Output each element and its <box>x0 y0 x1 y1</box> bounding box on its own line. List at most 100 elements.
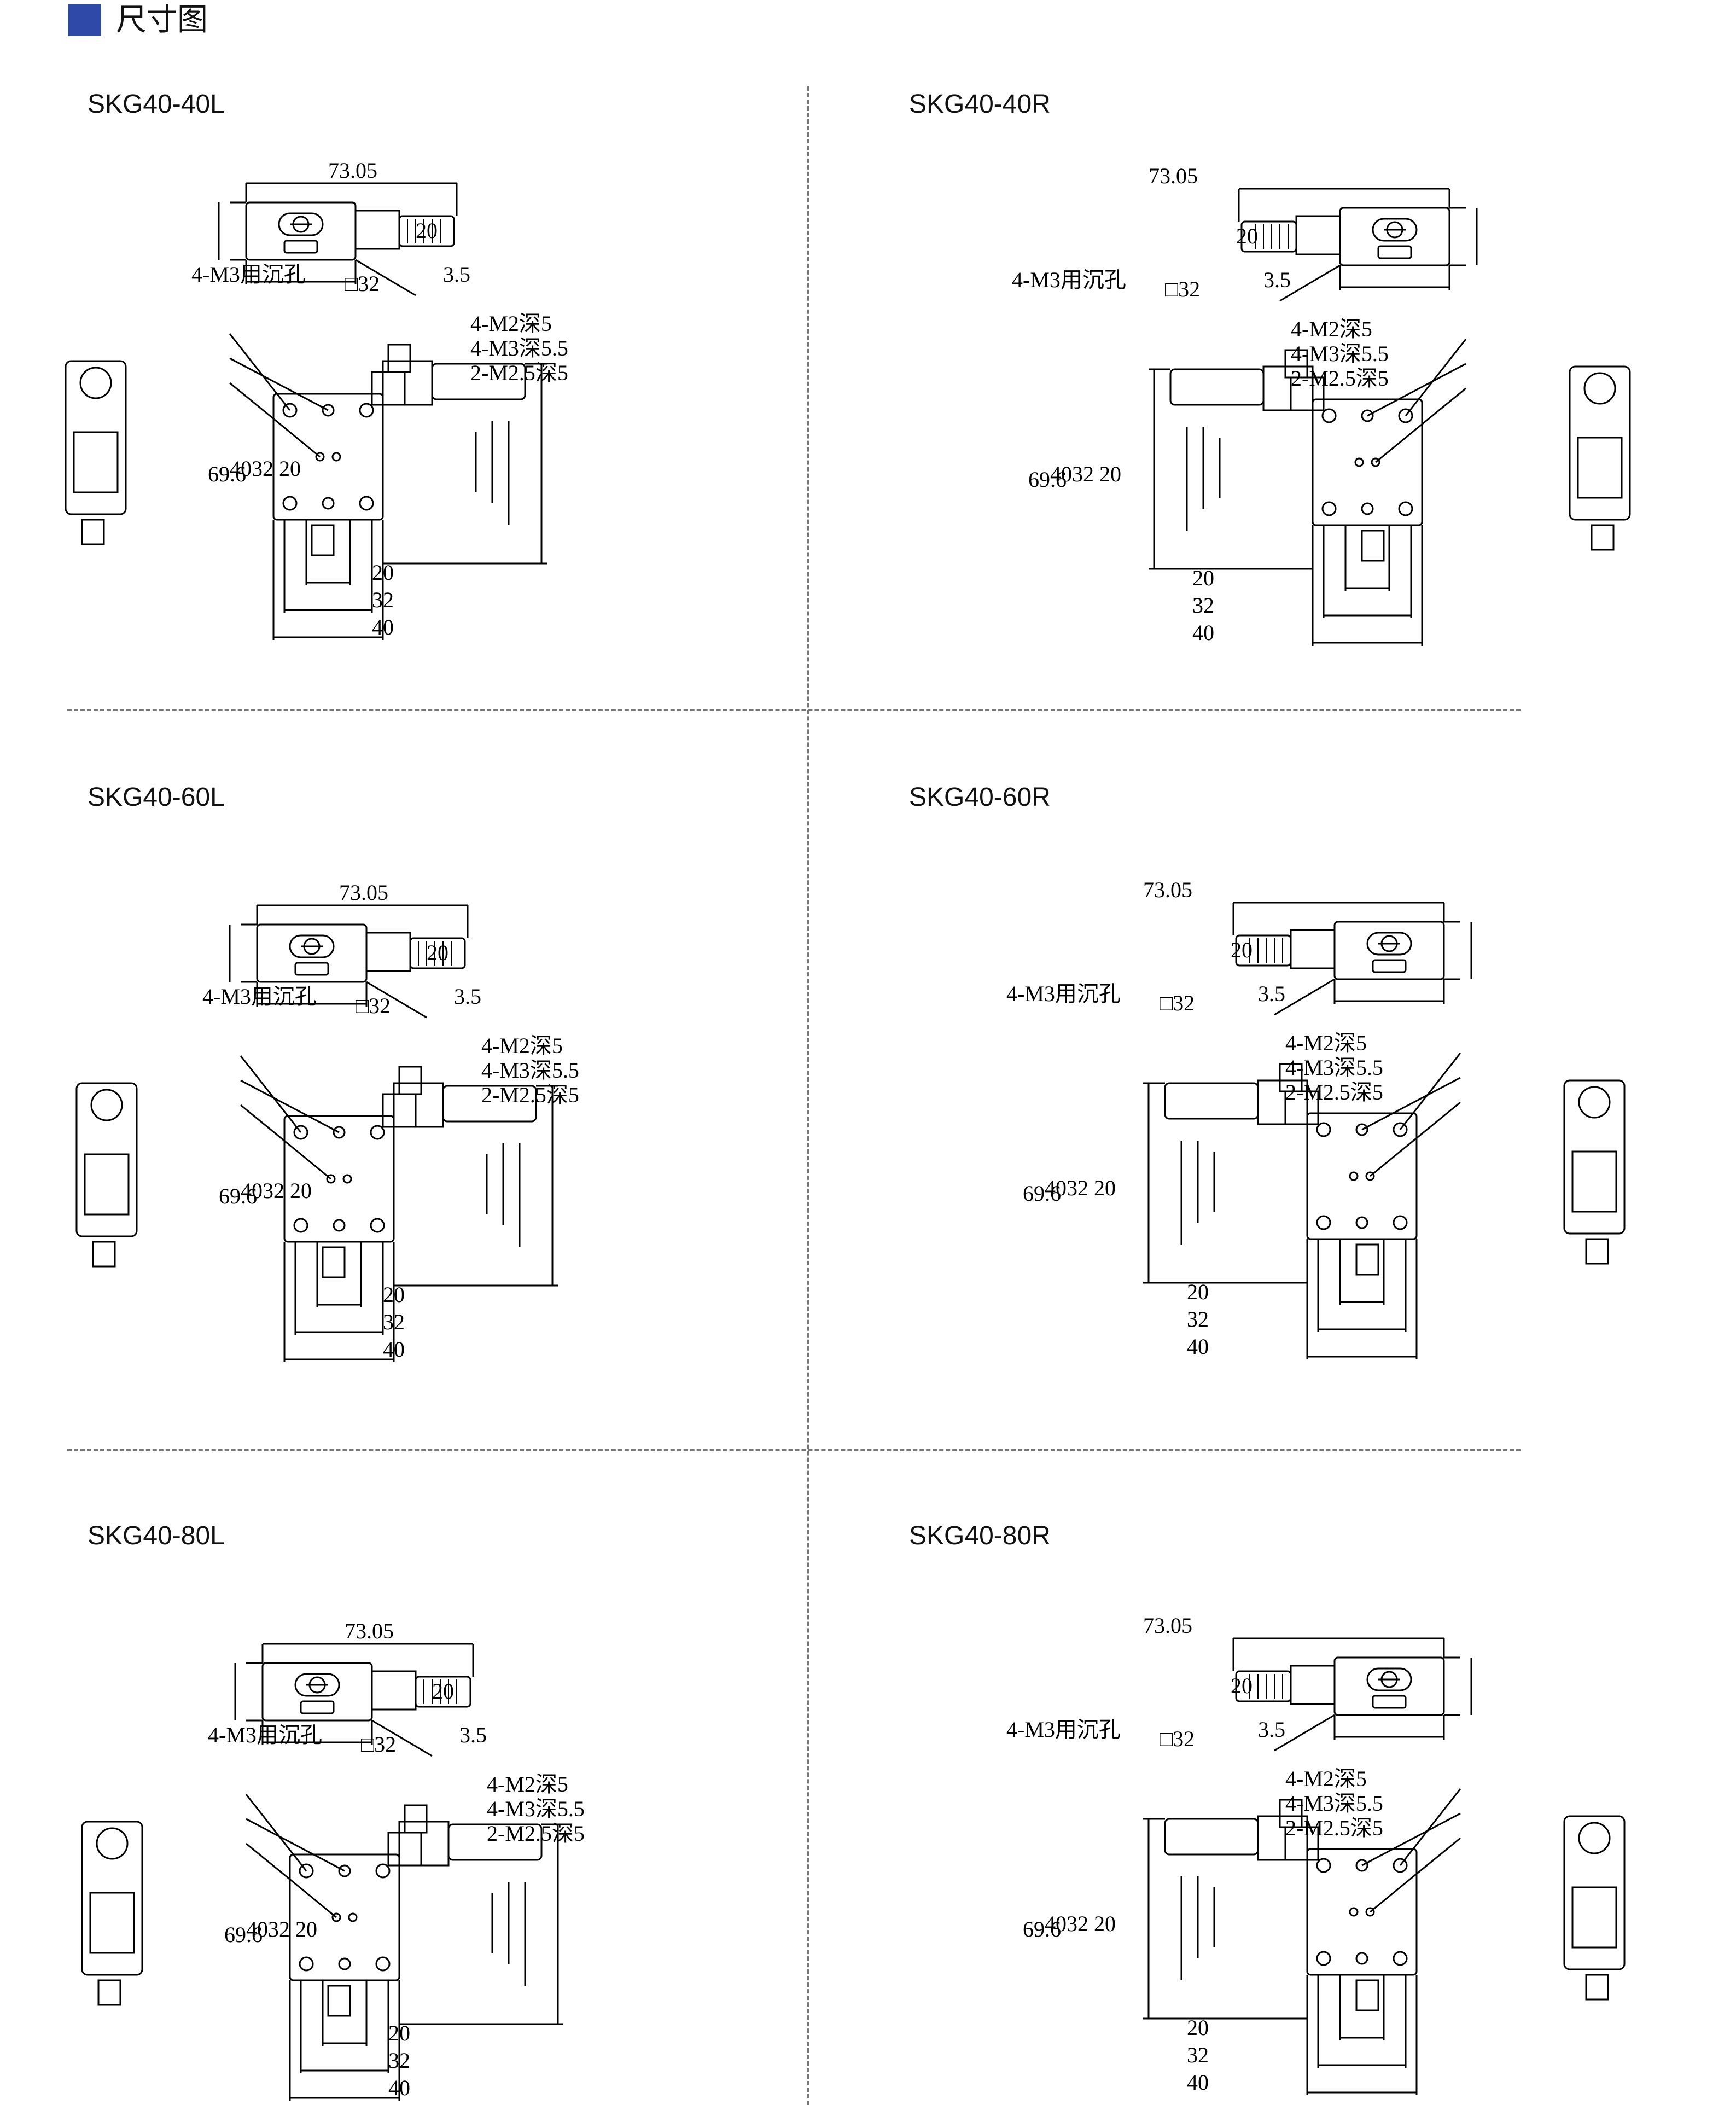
front-view <box>1143 1053 1461 1359</box>
dim-40: 40 <box>1045 1911 1067 1936</box>
dim-bottom-20: 20 <box>372 560 394 585</box>
dim-mount-holes: 4-M3用沉孔 <box>1006 981 1121 1006</box>
dim-overall: 69.6 <box>1023 1917 1061 1941</box>
dim-square: □32 <box>356 993 391 1018</box>
dim-gap: 3.5 <box>1258 1717 1285 1742</box>
dim-32: 32 <box>1072 462 1094 486</box>
dim-overall: 69.6 <box>1028 467 1067 492</box>
callout-m3: 4-M3深5.5 <box>1285 1055 1383 1080</box>
dim-bottom-20: 20 <box>388 2021 410 2045</box>
dim-bottom-40: 40 <box>372 615 394 639</box>
dim-square: □32 <box>345 271 380 296</box>
front-view <box>245 1794 563 2101</box>
model-label: SKG40-80R <box>909 1521 1051 1550</box>
dim-bottom-40: 40 <box>1187 2070 1209 2095</box>
horizontal-divider-2 <box>67 1449 1521 1451</box>
front-view <box>1149 339 1467 646</box>
dim-mount-holes: 4-M3用沉孔 <box>208 1723 322 1747</box>
callout-m3: 4-M3深5.5 <box>481 1058 579 1083</box>
dim-length: 73.05 <box>339 880 388 905</box>
dim-mount-holes: 4-M3用沉孔 <box>1012 268 1126 292</box>
dim-gap: 3.5 <box>443 262 470 287</box>
dim-gap: 3.5 <box>454 984 481 1009</box>
callout-m2: 4-M2深5 <box>1285 1766 1367 1791</box>
dim-height: 20 <box>416 218 438 243</box>
section-title: 尺寸图 <box>116 2 208 37</box>
side-view <box>65 360 127 545</box>
callout-m2: 4-M2深5 <box>1291 317 1372 341</box>
callout-m3: 4-M3深5.5 <box>1291 341 1389 366</box>
dimension-drawing: 73.05 20 3.5 □32 4-M3用沉孔 4-M2深5 4-M3深5.5… <box>65 158 568 640</box>
dim-bottom-32: 32 <box>1192 593 1214 618</box>
model-label: SKG40-80L <box>88 1521 225 1550</box>
dim-mount-holes: 4-M3用沉孔 <box>202 984 317 1009</box>
callout-m25: 2-M2.5深5 <box>1285 1816 1383 1840</box>
dim-32: 32 <box>252 456 273 481</box>
callout-m2: 4-M2深5 <box>470 311 552 336</box>
callout-m2: 4-M2深5 <box>1285 1031 1367 1055</box>
model-label: SKG40-40L <box>88 90 225 119</box>
horizontal-divider-1 <box>67 709 1521 711</box>
dim-bottom-32: 32 <box>372 588 394 612</box>
callout-m3: 4-M3深5.5 <box>1285 1791 1383 1816</box>
dim-length: 73.05 <box>1143 1613 1192 1638</box>
dim-40: 40 <box>230 456 252 481</box>
dim-20: 20 <box>1094 1176 1116 1200</box>
top-view <box>1238 188 1478 302</box>
side-view <box>1563 1815 1626 2001</box>
dimension-drawing: 73.05 20 3.5 □32 4-M3用沉孔 4-M2深5 4-M3深5.5… <box>75 880 579 1362</box>
dim-height: 20 <box>432 1679 454 1703</box>
dim-32: 32 <box>1067 1911 1088 1936</box>
dim-length: 73.05 <box>328 158 377 183</box>
dim-square: □32 <box>1160 991 1195 1015</box>
dimension-drawing: 73.05 20 3.5 □32 4-M3用沉孔 4-M2深5 4-M3深5.5… <box>1006 1613 1626 2095</box>
dim-bottom-32: 32 <box>383 1310 405 1334</box>
top-view <box>218 182 458 296</box>
dim-mount-holes: 4-M3用沉孔 <box>191 262 306 287</box>
dim-20: 20 <box>290 1178 312 1203</box>
dim-40: 40 <box>241 1178 263 1203</box>
callout-m25: 2-M2.5深5 <box>1291 366 1389 391</box>
callout-m25: 2-M2.5深5 <box>481 1083 579 1107</box>
dim-bottom-20: 20 <box>1192 566 1214 590</box>
dim-overall: 69.6 <box>219 1184 257 1208</box>
front-view <box>240 1055 558 1362</box>
dim-length: 73.05 <box>1149 164 1198 188</box>
callout-m2: 4-M2深5 <box>481 1033 563 1058</box>
dim-height: 20 <box>1231 1673 1253 1698</box>
top-view <box>234 1643 474 1757</box>
dim-bottom-20: 20 <box>1187 2015 1209 2040</box>
dim-40: 40 <box>246 1917 268 1941</box>
dim-gap: 3.5 <box>1258 981 1285 1006</box>
dim-32: 32 <box>1067 1176 1088 1200</box>
dim-gap: 3.5 <box>459 1723 487 1747</box>
side-view <box>81 1821 143 2006</box>
dim-20: 20 <box>1099 462 1121 486</box>
callout-m2: 4-M2深5 <box>487 1772 568 1796</box>
top-view <box>1232 902 1472 1016</box>
vertical-divider <box>807 86 809 2105</box>
model-label: SKG40-40R <box>909 90 1051 119</box>
front-view <box>229 333 547 640</box>
callout-m3: 4-M3深5.5 <box>487 1796 585 1821</box>
dim-bottom-40: 40 <box>383 1337 405 1362</box>
side-view <box>75 1082 138 1268</box>
callout-m3: 4-M3深5.5 <box>470 336 568 361</box>
dim-bottom-32: 32 <box>1187 1307 1209 1332</box>
dim-square: □32 <box>1165 277 1200 301</box>
dim-bottom-40: 40 <box>388 2075 410 2100</box>
dim-40: 40 <box>1050 462 1072 486</box>
side-view <box>1569 365 1631 551</box>
side-view <box>1563 1079 1626 1265</box>
dimension-drawing: 73.05 20 3.5 □32 4-M3用沉孔 4-M2深5 4-M3深5.5… <box>1012 164 1631 646</box>
dim-height: 20 <box>1231 938 1253 962</box>
dim-bottom-32: 32 <box>1187 2043 1209 2067</box>
model-label: SKG40-60L <box>88 783 225 812</box>
dim-bottom-20: 20 <box>1187 1280 1209 1304</box>
callout-m25: 2-M2.5深5 <box>470 361 568 385</box>
dim-length: 73.05 <box>345 1619 394 1643</box>
dim-overall: 69.6 <box>1023 1181 1061 1206</box>
dim-height: 20 <box>427 940 448 965</box>
dim-bottom-32: 32 <box>388 2048 410 2073</box>
top-view <box>229 904 469 1019</box>
